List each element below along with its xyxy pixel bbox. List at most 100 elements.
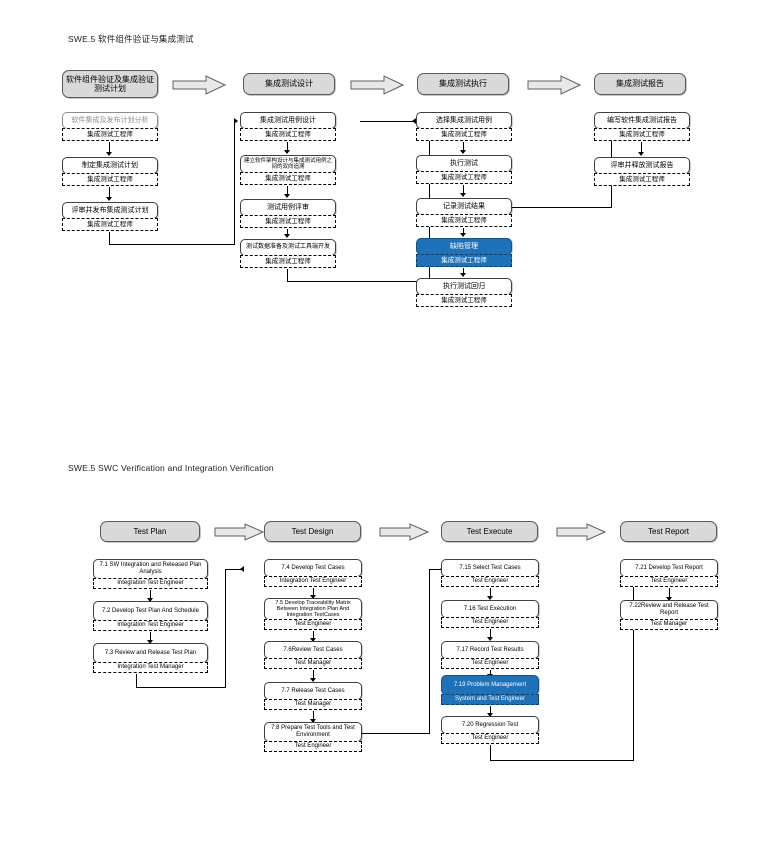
- task-box-en-1-3[interactable]: 7.3 Review and Release Test Plan Integra…: [93, 643, 208, 673]
- bottom-diagram-title: SWE.5 SWC Verification and Integration V…: [68, 463, 274, 473]
- task-role: 集成测试工程师: [62, 173, 158, 186]
- task-title: 执行测试: [416, 155, 512, 172]
- task-box-cn-1-1[interactable]: 软件集成及发布计划分析 集成测试工程师: [62, 112, 158, 141]
- phase-header-plan-cn[interactable]: 软件组件验证及集成验证测试计划: [62, 70, 158, 98]
- task-role: Integration Test Manager: [93, 662, 208, 673]
- task-box-cn-2-3[interactable]: 测试用例评审 集成测试工程师: [240, 199, 336, 228]
- arrowhead-cn-2-2: [284, 194, 290, 198]
- task-box-en-3-3[interactable]: 7.17 Record Test Results Test Engineer: [441, 641, 539, 669]
- phase-header-execute-cn[interactable]: 集成测试执行: [417, 73, 509, 95]
- task-box-cn-3-4-highlighted[interactable]: 缺陷管理 集成测试工程师: [416, 238, 512, 267]
- task-role: 集成测试工程师: [62, 218, 158, 231]
- task-box-cn-1-3[interactable]: 评审并发布集成测试计划 集成测试工程师: [62, 202, 158, 231]
- task-role: 集成测试工程师: [416, 214, 512, 227]
- task-box-en-3-4-highlighted[interactable]: 7.19 Problem Management System and Test …: [441, 675, 539, 705]
- arrowhead-en-3-1: [487, 596, 493, 600]
- task-role: Test Manager: [620, 619, 718, 630]
- phase-header-test-design[interactable]: Test Design: [264, 521, 361, 542]
- task-box-cn-3-3[interactable]: 记录测试结果 集成测试工程师: [416, 198, 512, 227]
- phase-header-test-report[interactable]: Test Report: [620, 521, 717, 542]
- connector-cn-c2-into-exec: [360, 121, 430, 122]
- arrowhead-cn-1-2: [106, 197, 112, 201]
- task-title: 编写软件集成测试报告: [594, 112, 690, 129]
- task-title: 7.5 Develop Traceability Matrix Between …: [264, 598, 362, 620]
- phase-header-test-plan[interactable]: Test Plan: [100, 521, 200, 542]
- task-role: 集成测试工程师: [416, 294, 512, 307]
- arrowhead-cn-3-4: [460, 273, 466, 277]
- task-box-cn-4-2[interactable]: 评审并释放测试报告 集成测试工程师: [594, 157, 690, 186]
- task-title: 记录测试结果: [416, 198, 512, 215]
- arrowhead-en-2-3: [310, 678, 316, 682]
- arrowhead-cn-1-1: [106, 152, 112, 156]
- task-title: 7.8 Prepare Test Tools and Test Environm…: [264, 722, 362, 742]
- connector-cn-2-1: [287, 142, 288, 153]
- connector-en-2-4: [313, 711, 314, 722]
- arrow-right-icon-3: [527, 75, 581, 95]
- phase-header-design-cn[interactable]: 集成测试设计: [243, 73, 335, 95]
- task-box-en-1-1[interactable]: 7.1 SW Integration and Released Plan Ana…: [93, 559, 208, 589]
- connector-cn-1-2: [109, 187, 110, 200]
- task-title: 建立软件架构设计与集成测试用例之间的双向追溯: [240, 155, 336, 173]
- connector-en-c1-up: [225, 570, 226, 688]
- task-box-en-2-5[interactable]: 7.8 Prepare Test Tools and Test Environm…: [264, 722, 362, 752]
- task-box-cn-3-5[interactable]: 执行测试回归 集成测试工程师: [416, 278, 512, 307]
- task-box-cn-2-2[interactable]: 建立软件架构设计与集成测试用例之间的双向追溯 集成测试工程师: [240, 155, 336, 185]
- phase-label: Test Report: [648, 526, 689, 536]
- task-role: 集成测试工程师: [240, 172, 336, 185]
- phase-label: Test Execute: [466, 526, 513, 536]
- task-role: Test Engineer: [264, 619, 362, 630]
- phase-label: 集成测试报告: [616, 79, 664, 89]
- phase-header-test-execute[interactable]: Test Execute: [441, 521, 538, 542]
- connector-cn-3-2: [463, 185, 464, 196]
- task-box-en-2-2[interactable]: 7.5 Develop Traceability Matrix Between …: [264, 598, 362, 630]
- task-role: Test Engineer: [620, 576, 718, 587]
- task-role: Integration Test Engineer: [93, 578, 208, 589]
- connector-cn-c2-down: [287, 269, 288, 282]
- connector-en-1-2: [150, 632, 151, 643]
- task-box-en-2-1[interactable]: 7.4 Develop Test Cases Integration Test …: [264, 559, 362, 587]
- arrowhead-en-2-1: [310, 595, 316, 599]
- task-box-en-1-2[interactable]: 7.2 Develop Test Plan And Schedule Integ…: [93, 601, 208, 631]
- arrow-right-icon-en-1: [214, 523, 264, 541]
- connector-en-c1-into-design: [225, 569, 243, 570]
- task-box-en-4-1[interactable]: 7.21 Develop Test Report Test Engineer: [620, 559, 718, 587]
- connector-en-4-1: [669, 588, 670, 600]
- top-diagram-title: SWE.5 软件组件验证与集成测试: [68, 34, 194, 44]
- connector-en-c2-up: [429, 570, 430, 734]
- task-role: Test Manager: [264, 699, 362, 710]
- task-box-en-3-2[interactable]: 7.16 Test Execution Test Engineer: [441, 600, 539, 628]
- connector-en-c3-down: [490, 745, 491, 761]
- task-title: 7.22Review and Release Test Report: [620, 600, 718, 620]
- task-box-en-4-2[interactable]: 7.22Review and Release Test Report Test …: [620, 600, 718, 630]
- task-box-cn-4-1[interactable]: 编写软件集成测试报告 集成测试工程师: [594, 112, 690, 141]
- task-role: Test Engineer: [264, 741, 362, 752]
- phase-header-report-cn[interactable]: 集成测试报告: [594, 73, 686, 95]
- task-role: 集成测试工程师: [240, 128, 336, 141]
- task-title: 7.2 Develop Test Plan And Schedule: [93, 601, 208, 621]
- task-box-en-3-1[interactable]: 7.15 Select Test Cases Test Engineer: [441, 559, 539, 587]
- task-role: Test Manager: [264, 658, 362, 669]
- arrowhead-cn-2-1: [284, 150, 290, 154]
- task-role: 集成测试工程师: [240, 255, 336, 268]
- task-box-en-2-4[interactable]: 7.7 Release Test Cases Test Manager: [264, 682, 362, 710]
- phase-label: 软件组件验证及集成验证测试计划: [66, 74, 154, 93]
- task-title: 7.6Review Test Cases: [264, 641, 362, 659]
- task-box-en-3-5[interactable]: 7.20 Regression Test Test Engineer: [441, 716, 539, 744]
- task-box-cn-3-2[interactable]: 执行测试 集成测试工程师: [416, 155, 512, 184]
- connector-en-3-3: [490, 670, 491, 677]
- task-box-cn-2-4[interactable]: 测试数据准备及测试工具端开发 集成测试工程师: [240, 239, 336, 268]
- task-title: 制定集成测试计划: [62, 157, 158, 174]
- connector-cn-c1-up: [234, 122, 235, 245]
- task-box-cn-2-1[interactable]: 集成测试用例设计 集成测试工程师: [240, 112, 336, 141]
- task-title: 7.21 Develop Test Report: [620, 559, 718, 577]
- arrowhead-en-c1-into-design: [240, 566, 244, 572]
- arrowhead-en-1-1: [147, 598, 153, 602]
- task-box-cn-3-1[interactable]: 选择集成测试用例 集成测试工程师: [416, 112, 512, 141]
- task-box-en-2-3[interactable]: 7.6Review Test Cases Test Manager: [264, 641, 362, 669]
- task-role: System and Test Engineer: [441, 694, 539, 705]
- phase-label: Test Plan: [133, 526, 167, 536]
- task-box-cn-1-2[interactable]: 制定集成测试计划 集成测试工程师: [62, 157, 158, 186]
- task-role: Test Engineer: [441, 576, 539, 587]
- connector-en-c1-right: [136, 687, 226, 688]
- task-role: 集成测试工程师: [62, 128, 158, 141]
